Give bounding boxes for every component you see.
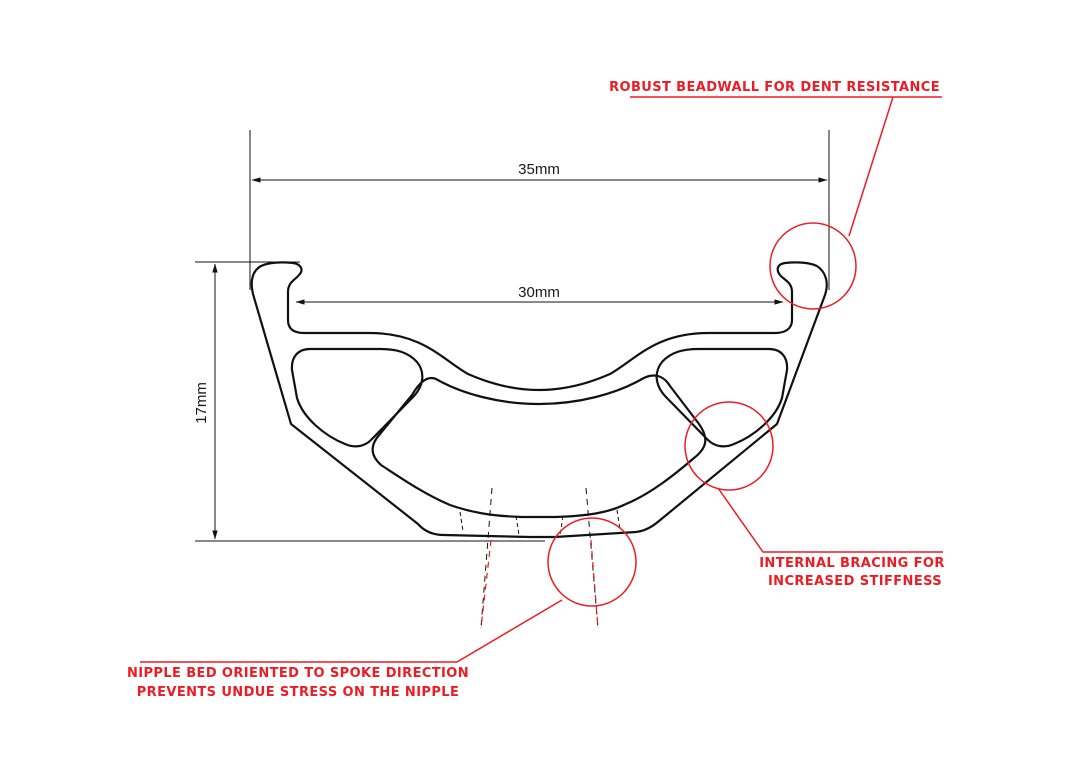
spoke-line-right-lower — [590, 539, 599, 629]
spoke-line-right-upper — [585, 487, 599, 629]
rim-outer-wall — [250, 261, 828, 539]
dimension-outer-width: 35mm — [249, 130, 830, 290]
height-label: 17mm — [193, 382, 210, 424]
beadwall-callout-text: ROBUST BEADWALL FOR DENT RESISTANCE — [609, 80, 940, 95]
bracing-callout-text-line2: INCREASED STIFFNESS — [768, 574, 942, 589]
nipple-bed-tick-4 — [616, 509, 621, 531]
dimension-height: 17mm — [193, 261, 545, 542]
nipple-bed-callout-text-line1: NIPPLE BED ORIENTED TO SPOKE DIRECTION — [127, 666, 469, 681]
nipple-bed-highlight-circle — [547, 517, 637, 607]
nipple-bed-tick-1 — [459, 511, 464, 532]
callout-beadwall: ROBUST BEADWALL FOR DENT RESISTANCE — [609, 80, 942, 310]
inner-width-label: 30mm — [518, 284, 560, 301]
dimension-inner-width: 30mm — [295, 284, 784, 305]
spoke-line-left-upper — [480, 487, 493, 629]
bracing-callout-text-line1: INTERNAL BRACING FOR — [759, 556, 945, 571]
nipple-bed-callout-text-line2: PREVENTS UNDUE STRESS ON THE NIPPLE — [137, 685, 460, 700]
beadwall-leader — [848, 96, 894, 237]
callout-nipple-bed: NIPPLE BED ORIENTED TO SPOKE DIRECTION P… — [127, 517, 637, 700]
nipple-bed-leader — [140, 599, 563, 663]
callout-bracing: INTERNAL BRACING FOR INCREASED STIFFNESS — [684, 401, 945, 589]
outer-width-label: 35mm — [518, 161, 560, 178]
spoke-line-left-lower — [480, 539, 492, 629]
rim-left-chamber — [290, 347, 424, 448]
rim-profile — [250, 261, 828, 539]
spoke-direction-lines — [480, 487, 599, 629]
bracing-leader — [717, 487, 943, 553]
nipple-bed-tick-2 — [515, 515, 520, 536]
beadwall-highlight-circle — [769, 222, 857, 310]
rim-center-chamber — [371, 374, 707, 519]
rim-right-chamber — [655, 347, 789, 448]
bracing-highlight-circle — [684, 401, 774, 491]
